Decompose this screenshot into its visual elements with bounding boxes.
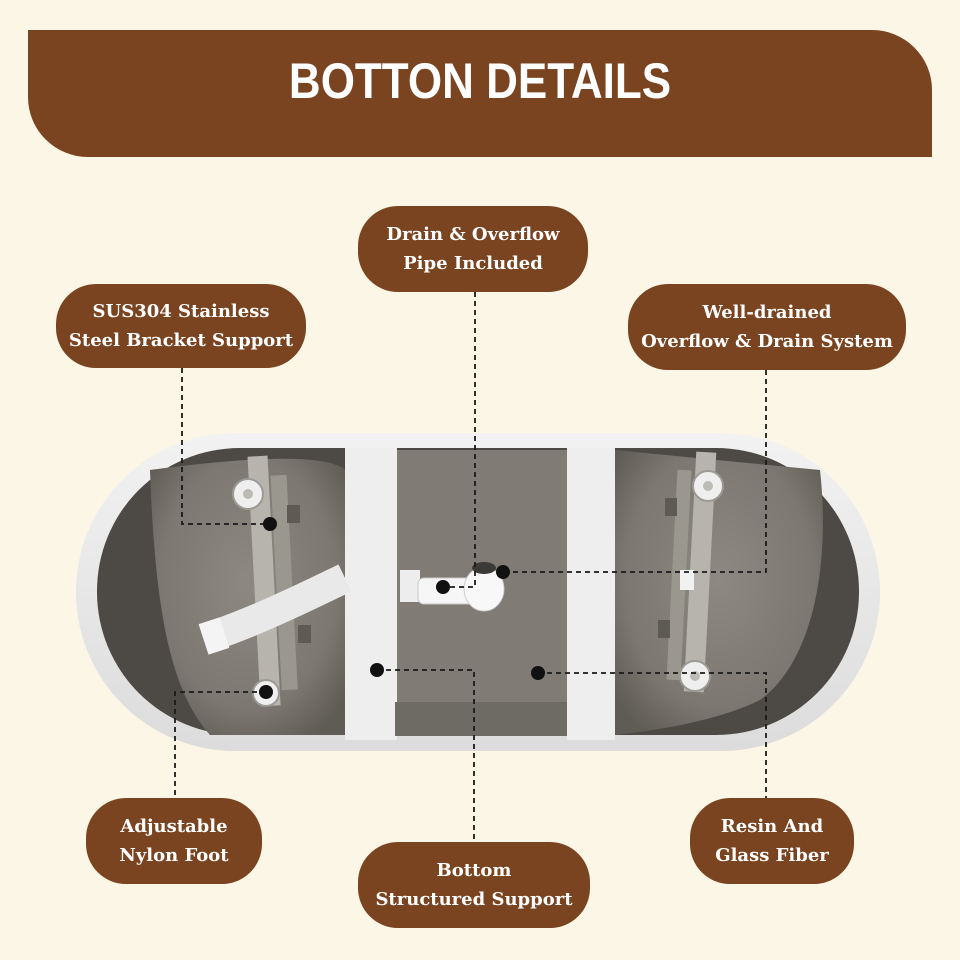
- drain-hose: [207, 564, 352, 651]
- label-structured-support: Bottom Structured Support: [358, 842, 590, 928]
- nylon-foot-bottom-left: [252, 679, 280, 707]
- support-beam-right: [567, 448, 615, 740]
- label-drain-overflow-pipe: Drain & Overflow Pipe Included: [358, 206, 588, 292]
- header-banner: [28, 30, 932, 157]
- nylon-foot-bottom-right: [679, 660, 711, 692]
- nylon-foot-top-left: [232, 478, 264, 510]
- shell-center-shadow: [395, 702, 567, 736]
- label-overflow-drain-system: Well-drained Overflow & Drain System: [628, 284, 906, 370]
- support-beam-left: [345, 448, 397, 740]
- label-stainless-bracket: SUS304 Stainless Steel Bracket Support: [56, 284, 306, 368]
- nylon-foot-top-right: [692, 470, 724, 502]
- label-resin-glass-fiber: Resin And Glass Fiber: [690, 798, 854, 884]
- label-nylon-foot: Adjustable Nylon Foot: [86, 798, 262, 884]
- page-title: BOTTON DETAILS: [288, 53, 672, 109]
